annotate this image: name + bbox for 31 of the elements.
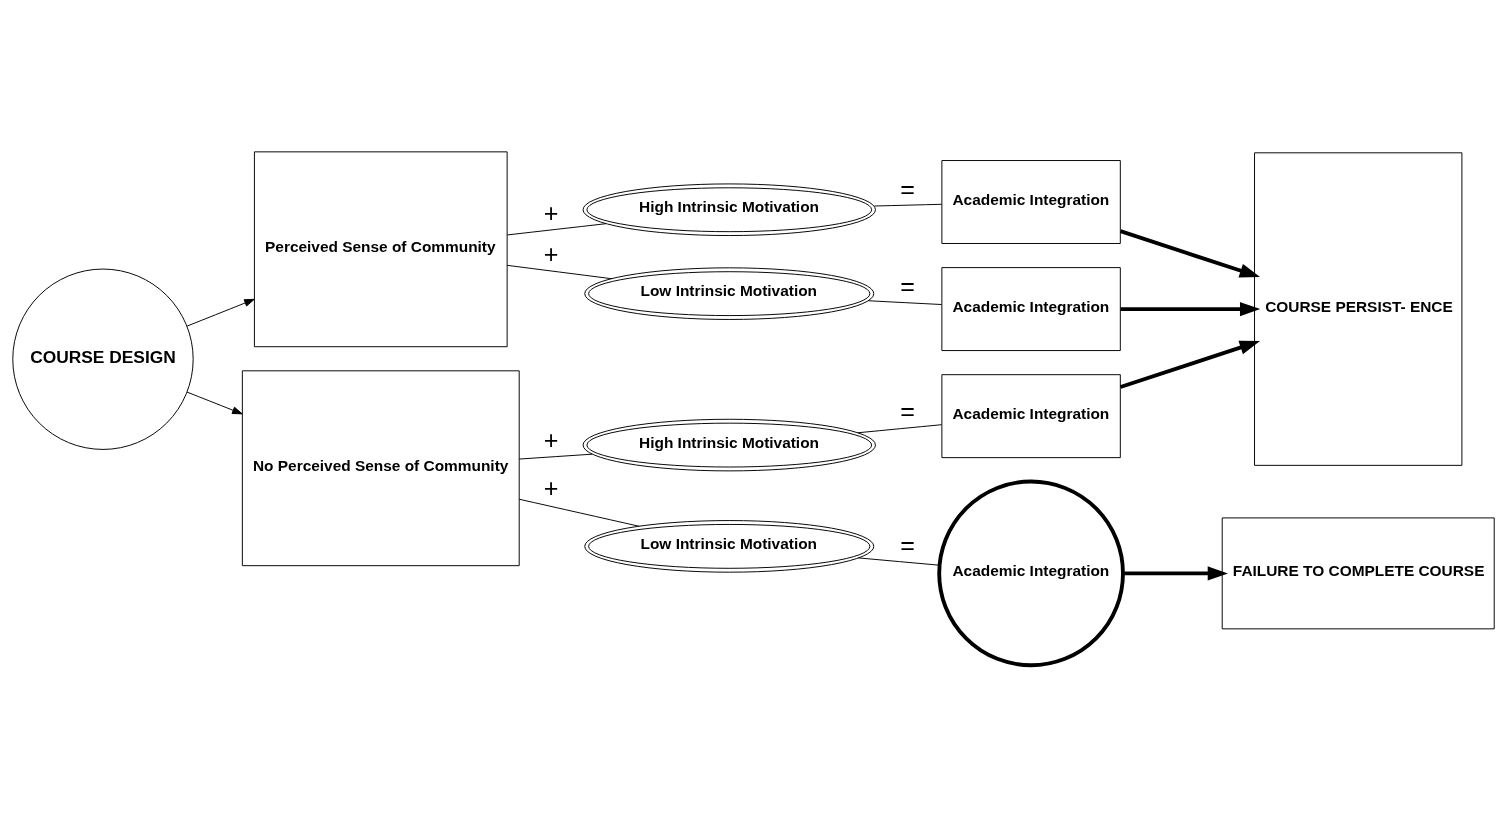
node-box: FAILURE TO COMPLETE COURSE [1221, 517, 1495, 630]
edge-label: + [543, 473, 559, 502]
node-box: COURSE PERSIST- ENCE [1254, 152, 1463, 466]
arrow [186, 298, 255, 327]
arrow [1123, 566, 1228, 581]
edge-label: = [900, 272, 915, 301]
node-circle: COURSE DESIGN [12, 268, 194, 450]
edge-label: = [900, 530, 915, 559]
node-box: No Perceived Sense of Community [241, 370, 520, 567]
arrow [1119, 229, 1260, 278]
connector [874, 203, 943, 207]
edge-label: + [543, 239, 559, 268]
connector [518, 453, 593, 460]
arrow [186, 391, 243, 415]
connector [857, 557, 941, 566]
node-box: Academic Integration [941, 267, 1121, 352]
connector [518, 498, 640, 527]
edge-label: + [543, 199, 559, 228]
arrow [1120, 301, 1261, 317]
connector [506, 223, 607, 236]
edge-label: = [900, 174, 915, 203]
edge-label: = [900, 396, 915, 425]
node-circle: Academic Integration [937, 479, 1125, 668]
connector [867, 300, 943, 305]
node-box: Academic Integration [941, 374, 1121, 459]
connector [857, 424, 943, 434]
node-box: Perceived Sense of Community [253, 151, 508, 348]
edge-label: + [543, 425, 559, 454]
connector [506, 264, 612, 280]
arrow [1119, 340, 1260, 389]
node-box: Academic Integration [941, 160, 1121, 244]
